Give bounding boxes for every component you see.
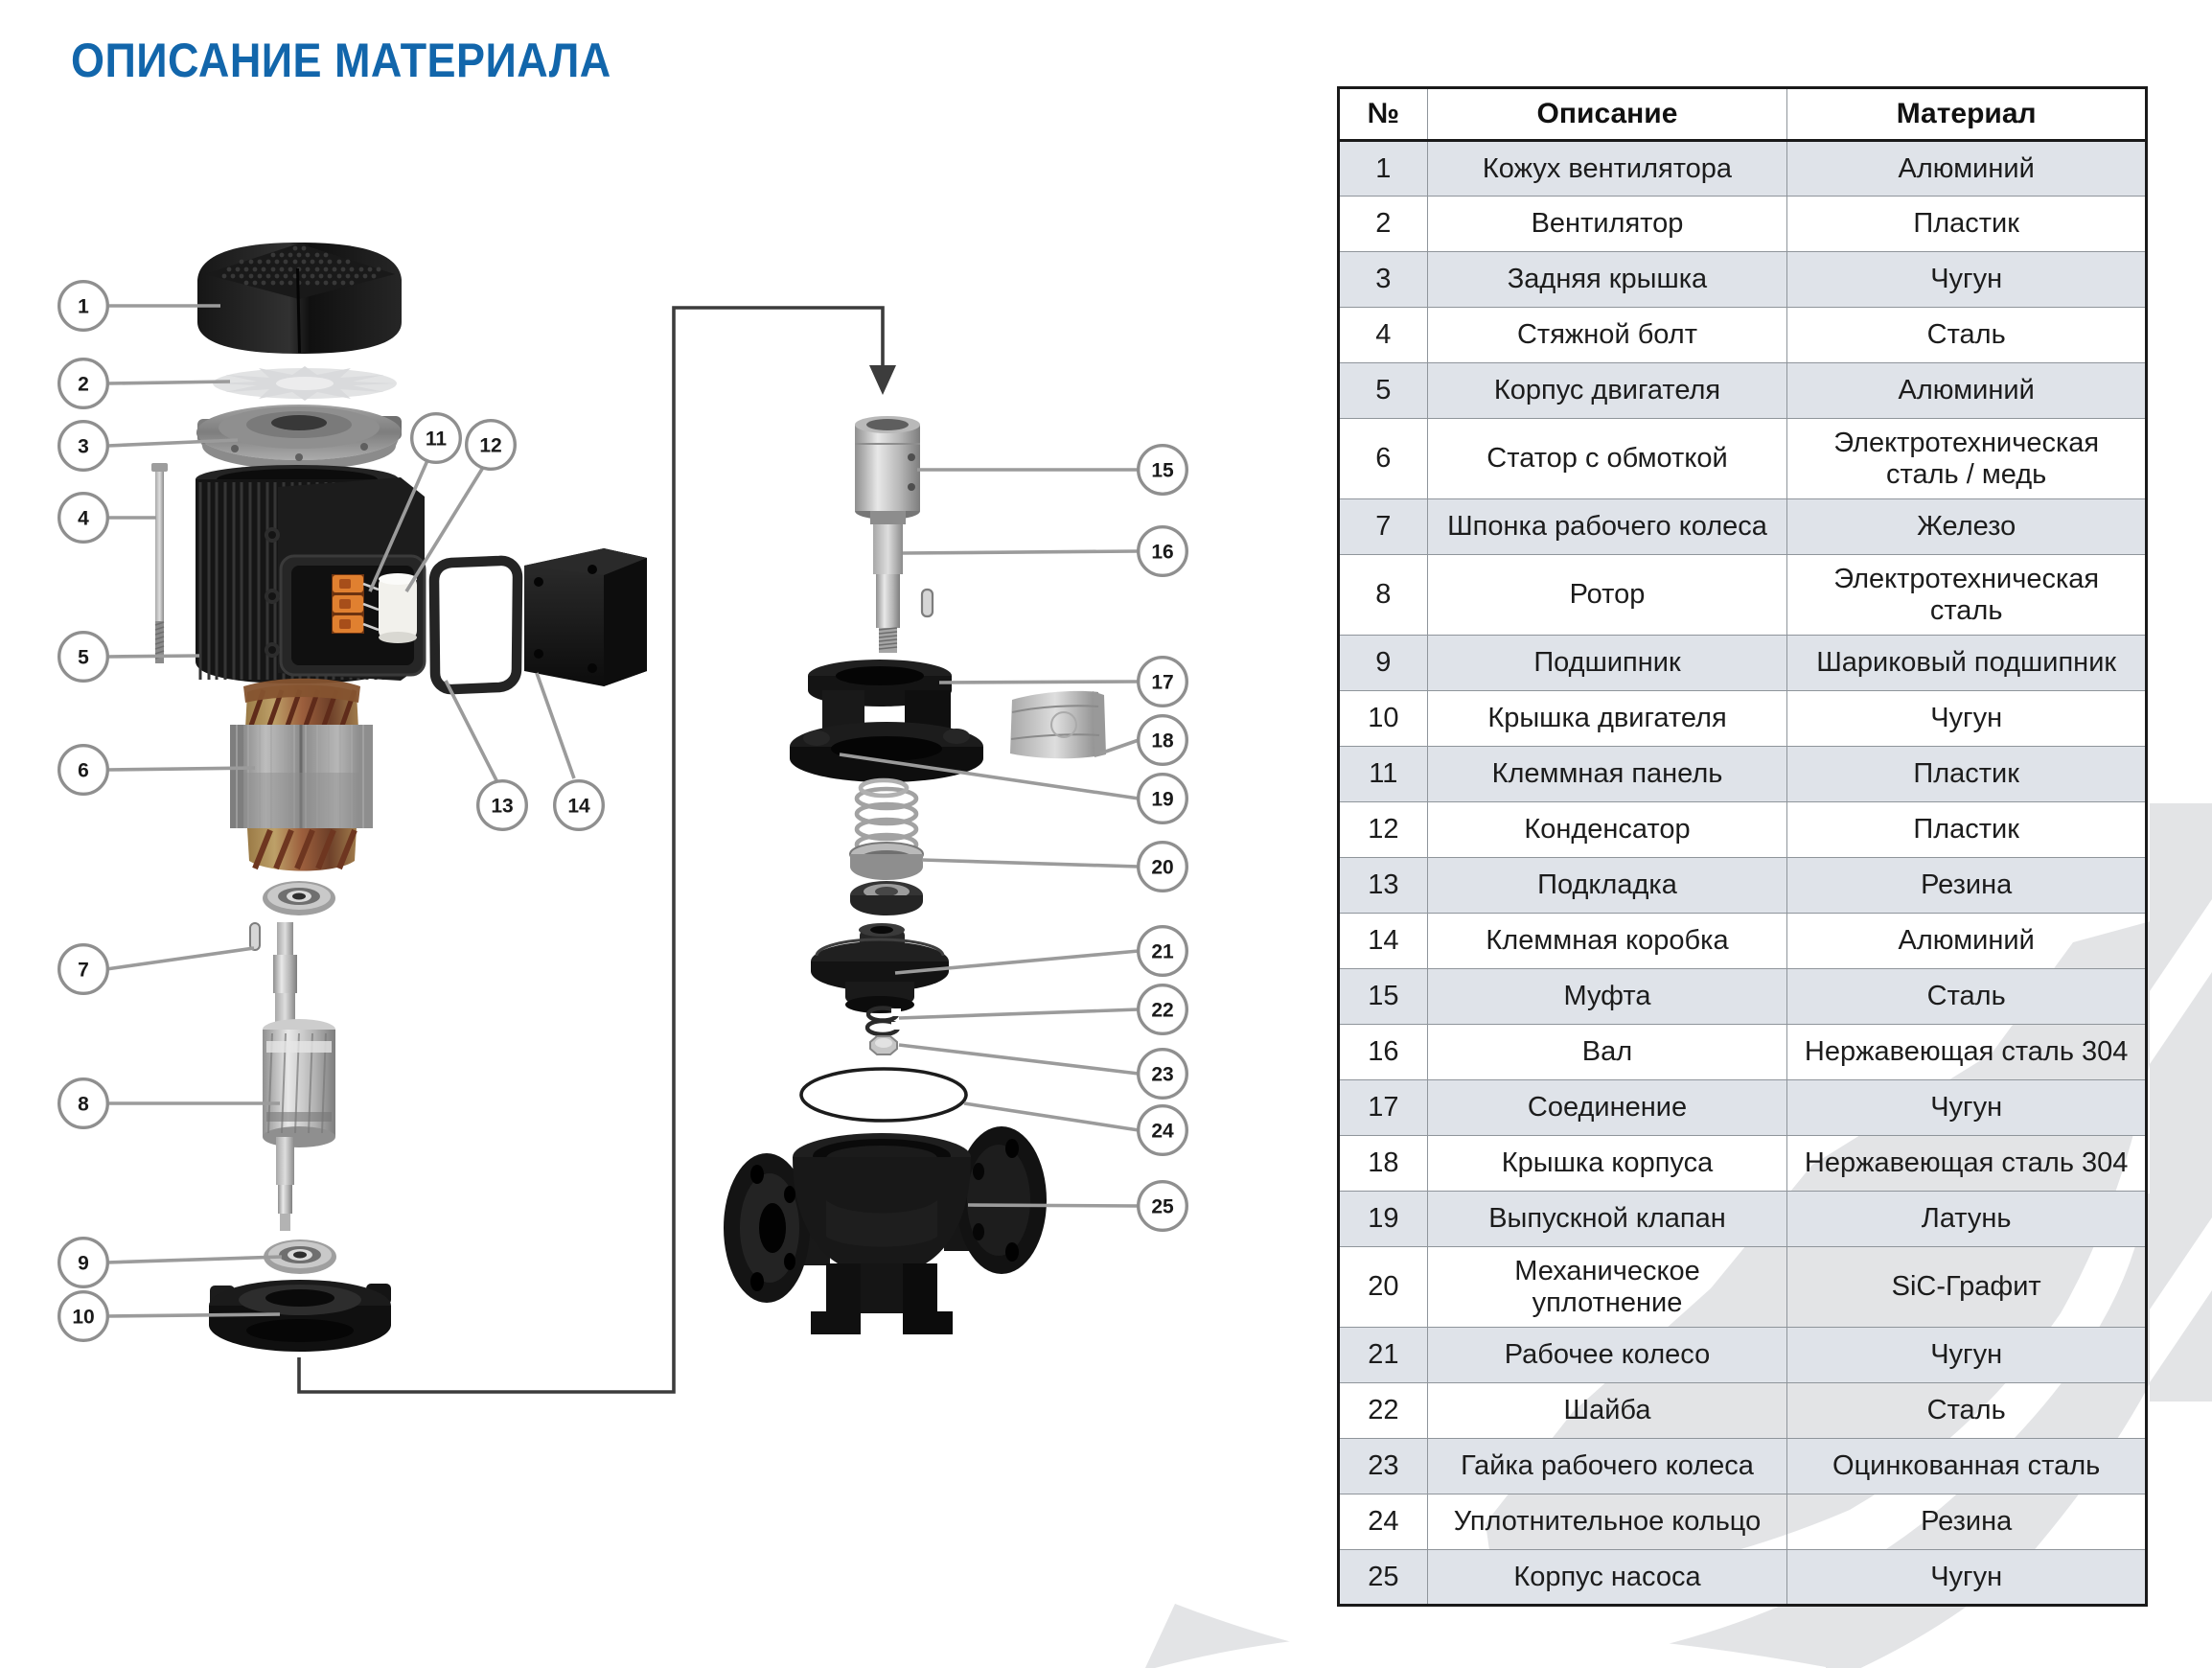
svg-text:19: 19 (1151, 789, 1173, 811)
svg-text:24: 24 (1151, 1121, 1174, 1143)
svg-text:16: 16 (1151, 542, 1173, 564)
svg-text:4: 4 (78, 508, 89, 530)
svg-text:10: 10 (72, 1307, 94, 1329)
svg-text:2: 2 (78, 374, 89, 396)
svg-text:25: 25 (1151, 1196, 1174, 1218)
svg-text:14: 14 (567, 796, 590, 818)
svg-text:15: 15 (1151, 460, 1174, 482)
svg-text:8: 8 (78, 1094, 89, 1116)
svg-text:6: 6 (78, 760, 89, 782)
svg-text:23: 23 (1151, 1064, 1173, 1086)
svg-text:9: 9 (78, 1253, 89, 1275)
svg-text:5: 5 (78, 647, 89, 669)
svg-text:20: 20 (1151, 857, 1173, 879)
svg-text:11: 11 (426, 429, 448, 451)
svg-text:12: 12 (479, 435, 501, 457)
svg-text:3: 3 (78, 436, 89, 458)
svg-text:21: 21 (1151, 941, 1174, 963)
svg-text:1: 1 (78, 296, 89, 318)
svg-text:13: 13 (491, 796, 513, 818)
svg-text:17: 17 (1151, 672, 1173, 694)
svg-text:7: 7 (78, 960, 89, 982)
svg-text:22: 22 (1151, 1000, 1173, 1022)
svg-text:18: 18 (1151, 730, 1174, 753)
